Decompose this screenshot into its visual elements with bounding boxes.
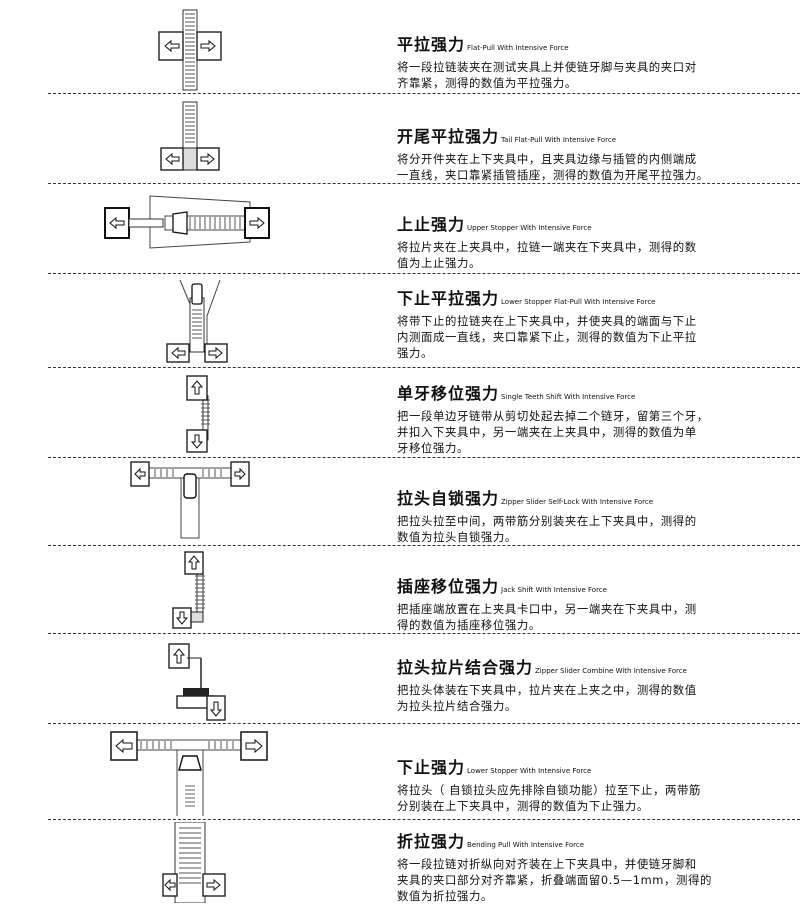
test-description: 将分开件夹在上下夹具中，且夹具边缘与插管的内侧端成一直线，夹口靠紧插管插座，测得… [397,152,709,182]
divider [48,457,800,458]
test-description: 将带下止的拉链夹在上下夹具中，并使夹具的端面与下止内测面成一直线，夹口靠紧下止，… [397,314,697,360]
test-description: 把拉头体装在下夹具中，拉片夹在上夹之中，测得的数值为拉头拉片结合强力。 [397,683,697,713]
test-description: 将一段拉链装夹在测试夹具上并使链牙脚与夹具的夹口对齐靠紧，测得的数值为平拉强力。 [397,60,697,90]
bending-pull-illustration [95,822,280,903]
divider [48,545,800,546]
jack-shift-illustration [95,548,280,632]
divider [48,633,800,634]
divider [48,183,800,184]
single-teeth-shift-illustration [95,370,280,456]
lower-stopper-flat-pull-illustration [95,276,280,366]
test-description: 将一段拉链对折纵向对齐装在上下夹具中，并使链牙脚和夹具的夹口部分对齐靠紧，折叠端… [397,857,712,903]
tail-flat-pull-illustration [95,96,280,182]
slider-combine-illustration [95,636,280,722]
test-description: 把拉头拉至中间，两带筋分别装夹在上下夹具中，测得的数值为拉头自锁强力。 [397,514,697,544]
divider [48,819,800,820]
flat-pull-illustration [95,0,280,92]
divider [48,273,800,274]
test-description: 将拉头（ 自锁拉头应先排除自锁功能）拉至下止，两带筋分别装在上下夹具中，测得的数… [397,783,701,813]
upper-stopper-illustration [95,186,280,272]
slider-self-lock-illustration [95,460,280,544]
divider [48,93,800,94]
lower-stopper-illustration [95,726,280,818]
test-description: 将拉片夹在上夹具中，拉链一端夹在下夹具中，测得的数值为上止强力。 [397,240,697,270]
test-description: 把一段单边牙链带从剪切处起去掉二个链牙，留第三个牙，并扣入下夹具中，另一端夹在上… [397,409,709,455]
divider [48,723,800,724]
divider [48,367,800,368]
test-description: 把插座端放置在上夹具卡口中，另一端夹在下夹具中，测得的数值为插座移位强力。 [397,602,697,632]
